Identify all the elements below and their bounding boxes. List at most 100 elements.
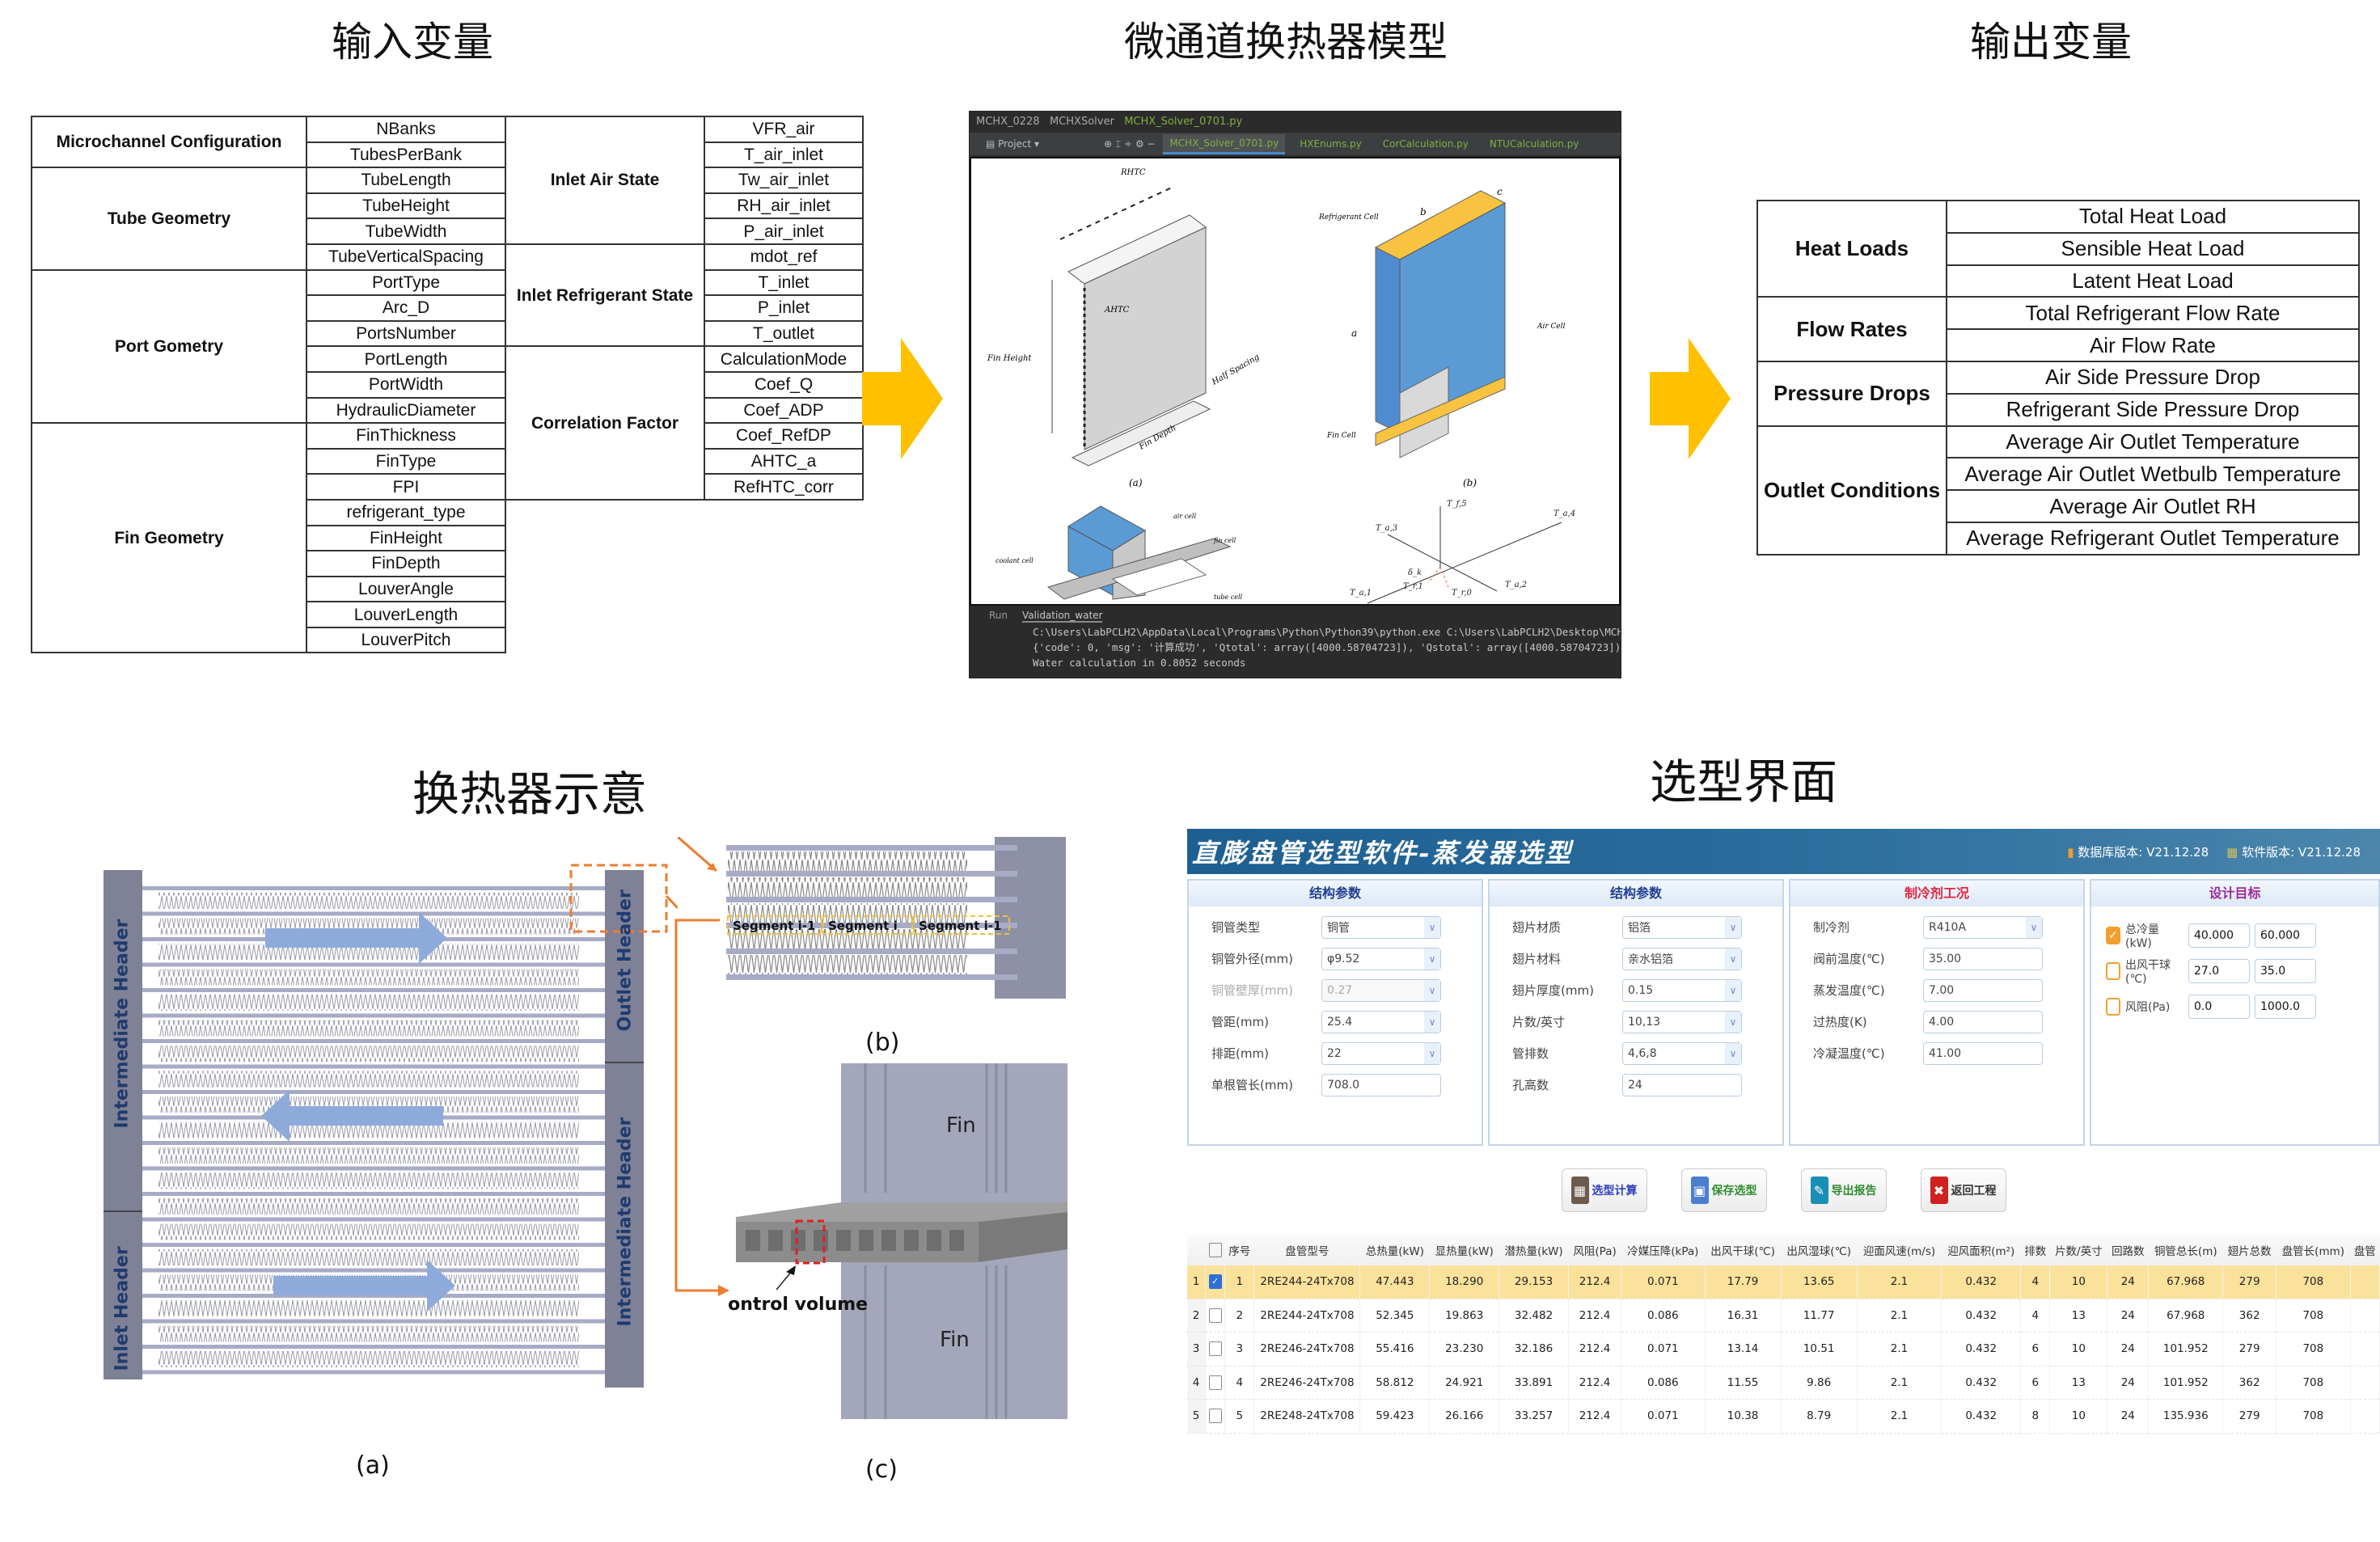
toolbar-icons[interactable]: ⊕ ⌶ ÷ ⚙ − bbox=[1104, 137, 1156, 150]
table-cell: 33.257 bbox=[1499, 1399, 1569, 1434]
project-view-button[interactable]: ▤ Project ▾ bbox=[986, 138, 1040, 150]
select-field[interactable]: 铝箔 ∨ bbox=[1622, 915, 1742, 939]
goal-checkbox[interactable] bbox=[2106, 962, 2120, 980]
column-header[interactable]: 序号 bbox=[1224, 1235, 1254, 1265]
column-header[interactable]: 出风干球(℃) bbox=[1705, 1235, 1782, 1265]
chevron-down-icon[interactable]: ∨ bbox=[1725, 1011, 1741, 1033]
column-header[interactable]: 风阻(Pa) bbox=[1568, 1235, 1621, 1265]
select-field[interactable]: 0.27 ∨ bbox=[1321, 978, 1441, 1002]
row-checkbox[interactable] bbox=[1208, 1375, 1222, 1390]
input-variable: TubeHeight bbox=[306, 192, 506, 220]
breadcrumb-folder[interactable]: MCHXSolver bbox=[1049, 116, 1114, 128]
chevron-down-icon[interactable]: ∨ bbox=[1424, 1042, 1440, 1064]
column-header[interactable]: 迎面风速(m/s) bbox=[1857, 1235, 1942, 1265]
column-header[interactable]: 盘管型号 bbox=[1253, 1235, 1360, 1265]
run-config-tab[interactable]: Validation_water bbox=[1022, 610, 1103, 623]
row-checkbox[interactable] bbox=[1208, 1341, 1222, 1357]
action-button[interactable]: ▣ 保存选型 bbox=[1680, 1168, 1767, 1212]
label-ahtc: AHTC bbox=[1104, 306, 1130, 315]
select-field[interactable]: R410A ∨ bbox=[1923, 915, 2043, 939]
column-header[interactable]: 潜热量(kW) bbox=[1499, 1235, 1569, 1265]
goal-max-input[interactable]: 1000.0 bbox=[2255, 995, 2316, 1019]
chevron-down-icon[interactable]: ∨ bbox=[1725, 1042, 1741, 1064]
column-header[interactable]: 冷媒压降(kPa) bbox=[1621, 1235, 1706, 1265]
cell-block-figure: air cell fin cell coolant cell tube cell bbox=[996, 505, 1243, 601]
caption-b: (b) bbox=[865, 1029, 900, 1057]
goal-max-input[interactable]: 60.000 bbox=[2255, 923, 2316, 948]
input-variable: T_outlet bbox=[704, 319, 864, 348]
tab-file[interactable]: CorCalculation.py bbox=[1382, 138, 1469, 150]
column-header[interactable]: 显热量(kW) bbox=[1429, 1235, 1499, 1265]
input-field[interactable]: 24 bbox=[1622, 1073, 1742, 1096]
row-checkbox[interactable] bbox=[1208, 1308, 1222, 1323]
chevron-down-icon[interactable]: ∨ bbox=[1725, 979, 1741, 1001]
select-field[interactable]: 4,6,8 ∨ bbox=[1622, 1041, 1742, 1065]
label-ta2: T_a,2 bbox=[1505, 581, 1527, 589]
chevron-down-icon[interactable]: ∨ bbox=[1424, 948, 1440, 970]
column-header[interactable]: 翅片总数 bbox=[2222, 1235, 2276, 1265]
table-cell: 3 bbox=[1224, 1332, 1255, 1367]
chevron-down-icon[interactable]: ∨ bbox=[1725, 948, 1741, 970]
table-cell: 11.55 bbox=[1705, 1366, 1782, 1400]
output-variable: Total Refrigerant Flow Rate bbox=[1946, 296, 2360, 331]
select-field[interactable]: 铜管 ∨ bbox=[1321, 915, 1441, 939]
goal-min-input[interactable]: 40.000 bbox=[2188, 923, 2250, 948]
chevron-down-icon[interactable]: ∨ bbox=[1424, 1011, 1440, 1033]
select-field[interactable]: φ9.52 ∨ bbox=[1321, 947, 1441, 970]
input-field[interactable]: 4.00 bbox=[1923, 1010, 2043, 1033]
select-all-checkbox[interactable] bbox=[1208, 1243, 1222, 1257]
row-checkbox[interactable]: ✓ bbox=[1208, 1274, 1222, 1290]
goal-checkbox[interactable]: ✓ bbox=[2106, 927, 2120, 944]
select-field[interactable]: 亲水铝箔 ∨ bbox=[1622, 947, 1742, 970]
breadcrumb-file[interactable]: MCHX_Solver_0701.py bbox=[1124, 116, 1243, 128]
goal-row: ✓ 总冷量(kW) 40.000 60.000 bbox=[2091, 918, 2378, 953]
results-table: 序号盘管型号总热量(kW)显热量(kW)潜热量(kW)风阻(Pa)冷媒压降(kP… bbox=[1187, 1235, 2380, 1434]
row-checkbox[interactable] bbox=[1208, 1409, 1222, 1424]
chevron-down-icon[interactable]: ∨ bbox=[1424, 979, 1440, 1001]
input-variable: TubeLength bbox=[306, 167, 506, 194]
input-field[interactable]: 7.00 bbox=[1923, 978, 2043, 1002]
breadcrumb-project[interactable]: MCHX_0228 bbox=[976, 116, 1040, 128]
form-row: 翅片厚度(mm) 0.15 ∨ bbox=[1490, 974, 1782, 1006]
column-header[interactable]: 盘管长(mm) bbox=[2276, 1235, 2351, 1265]
input-field[interactable]: 41.00 bbox=[1923, 1041, 2043, 1065]
action-button[interactable]: ▦ 选型计算 bbox=[1561, 1168, 1647, 1212]
field-label: 管排数 bbox=[1512, 1046, 1549, 1061]
column-header[interactable]: 铜管总长(m) bbox=[2148, 1235, 2223, 1265]
goal-min-input[interactable]: 0.0 bbox=[2188, 995, 2250, 1019]
label-air-cell-lower: air cell bbox=[1173, 513, 1196, 520]
column-header[interactable]: 迎风面积(m²) bbox=[1941, 1235, 2021, 1265]
column-header[interactable]: 片数/英寸 bbox=[2049, 1235, 2107, 1265]
column-header[interactable]: 出风湿球(℃) bbox=[1781, 1235, 1858, 1265]
table-cell: 212.4 bbox=[1568, 1366, 1622, 1400]
tab-file[interactable]: NTUCalculation.py bbox=[1489, 138, 1579, 150]
chevron-down-icon[interactable]: ∨ bbox=[1725, 916, 1741, 938]
table-cell: 32.482 bbox=[1499, 1299, 1569, 1333]
input-field[interactable]: 708.0 bbox=[1321, 1073, 1441, 1096]
field-value: 4,6,8 bbox=[1628, 1046, 1657, 1060]
select-field[interactable]: 10,13 ∨ bbox=[1622, 1010, 1742, 1033]
tab-file[interactable]: MCHX_Solver_0701.py bbox=[1163, 133, 1286, 154]
chevron-down-icon[interactable]: ∨ bbox=[2026, 916, 2042, 938]
select-field[interactable]: 25.4 ∨ bbox=[1321, 1010, 1441, 1033]
chevron-down-icon[interactable]: ∨ bbox=[1424, 916, 1440, 938]
goal-max-input[interactable]: 35.0 bbox=[2255, 959, 2316, 983]
field-value: 0.15 bbox=[1628, 983, 1654, 997]
column-header[interactable]: 回路数 bbox=[2107, 1235, 2149, 1265]
select-field[interactable]: 0.15 ∨ bbox=[1622, 978, 1742, 1002]
column-header[interactable]: 排数 bbox=[2020, 1235, 2050, 1265]
goal-min-input[interactable]: 27.0 bbox=[2188, 959, 2250, 983]
column-header[interactable]: 盘管 bbox=[2350, 1235, 2380, 1265]
goal-checkbox[interactable] bbox=[2106, 998, 2120, 1016]
tab-file[interactable]: HXEnums.py bbox=[1300, 138, 1362, 150]
input-field[interactable]: 35.00 bbox=[1923, 947, 2043, 970]
select-field[interactable]: 22 ∨ bbox=[1321, 1041, 1441, 1065]
column-header[interactable]: 总热量(kW) bbox=[1359, 1235, 1430, 1265]
action-button[interactable]: ✎ 导出报告 bbox=[1800, 1168, 1887, 1212]
action-button[interactable]: ✖ 返回工程 bbox=[1920, 1168, 2006, 1212]
